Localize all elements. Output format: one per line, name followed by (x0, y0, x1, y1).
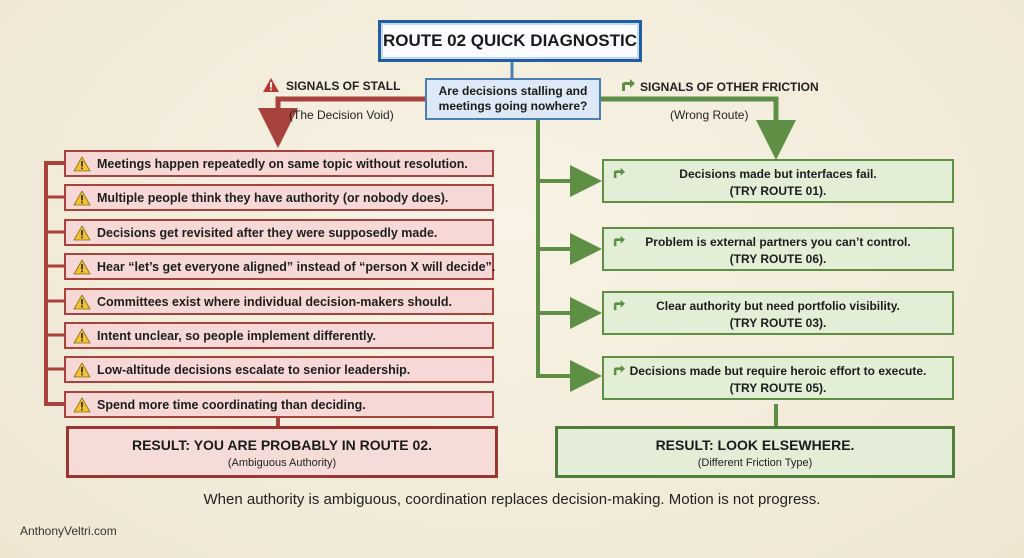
friction-result-box: RESULT: LOOK ELSEWHERE. (Different Frict… (555, 426, 955, 478)
friction-result-subtitle: (Different Friction Type) (697, 457, 813, 469)
friction-signal-item: Decisions made but require heroic effort… (602, 356, 954, 400)
stall-signal-item: Hear “let’s get everyone aligned” instea… (64, 253, 496, 280)
stall-result-title: RESULT: YOU ARE PROBABLY IN ROUTE 02. (131, 437, 432, 453)
central-question: Are decisions stalling and meetings goin… (425, 78, 601, 120)
friction-signal-text: Clear authority but need portfolio visib… (656, 299, 900, 313)
warning-icon (262, 77, 280, 98)
diagram-title: ROUTE 02 QUICK DIAGNOSTIC (378, 20, 642, 62)
warning-icon (71, 291, 93, 313)
warning-icon (71, 325, 93, 347)
friction-signal-text: Decisions made but interfaces fail. (679, 167, 877, 181)
stall-signal-text: Committees exist where individual decisi… (97, 294, 452, 309)
friction-result-title: RESULT: LOOK ELSEWHERE. (655, 437, 855, 453)
redirect-arrow-icon (612, 364, 626, 379)
stall-signal-item: Intent unclear, so people implement diff… (64, 322, 494, 349)
stall-signals-label: SIGNALS OF STALL (286, 79, 401, 93)
warning-icon (71, 187, 93, 209)
redirect-arrow-icon (612, 299, 626, 314)
friction-signals-subtitle: (Wrong Route) (670, 108, 749, 122)
warning-icon (71, 222, 93, 244)
friction-trunk (536, 120, 602, 392)
question-line-1: Are decisions stalling and (438, 84, 588, 98)
friction-signal-item: Problem is external partners you can’t c… (602, 227, 954, 271)
question-line-2: meetings going nowhere? (438, 99, 588, 113)
friction-signal-text: Decisions made but require heroic effort… (629, 364, 927, 378)
stall-result-box: RESULT: YOU ARE PROBABLY IN ROUTE 02. (A… (66, 426, 498, 478)
redirect-arrow-icon (612, 167, 626, 182)
warning-icon (71, 153, 93, 175)
friction-signal-route: (TRY ROUTE 06). (729, 252, 827, 266)
redirect-arrow-icon (620, 78, 636, 97)
stall-result-subtitle: (Ambiguous Authority) (227, 457, 337, 469)
friction-signal-item: Decisions made but interfaces fail. (TRY… (602, 159, 954, 203)
stall-signal-item: Spend more time coordinating than decidi… (64, 391, 494, 418)
stall-signal-text: Spend more time coordinating than decidi… (97, 397, 366, 412)
footer-tagline: When authority is ambiguous, coordinatio… (203, 491, 821, 508)
friction-signal-route: (TRY ROUTE 03). (729, 316, 827, 330)
stall-signal-text: Intent unclear, so people implement diff… (97, 328, 376, 343)
stall-signal-item: Decisions get revisited after they were … (64, 219, 494, 246)
friction-branch-arrow (601, 96, 796, 160)
stall-branch-arrow (258, 96, 425, 148)
stall-signal-item: Committees exist where individual decisi… (64, 288, 494, 315)
stall-signal-text: Low-altitude decisions escalate to senio… (97, 362, 411, 377)
warning-icon (71, 394, 93, 416)
friction-signal-route: (TRY ROUTE 05). (729, 381, 827, 395)
stall-signal-item: Meetings happen repeatedly on same topic… (64, 150, 494, 177)
friction-signal-route: (TRY ROUTE 01). (729, 184, 827, 198)
stall-bracket (44, 161, 64, 406)
stall-signal-text: Multiple people think they have authorit… (97, 190, 449, 205)
friction-signal-text: Problem is external partners you can’t c… (645, 235, 911, 249)
stall-signal-text: Meetings happen repeatedly on same topic… (97, 156, 468, 171)
friction-signals-label: SIGNALS OF OTHER FRICTION (640, 80, 819, 94)
stall-bracket-ticks (46, 195, 64, 371)
stall-signal-item: Multiple people think they have authorit… (64, 184, 494, 211)
warning-icon (71, 359, 93, 381)
stall-signal-text: Hear “let’s get everyone aligned” instea… (97, 259, 496, 274)
warning-icon (71, 256, 93, 278)
friction-signal-item: Clear authority but need portfolio visib… (602, 291, 954, 335)
stall-signals-subtitle: (The Decision Void) (289, 108, 394, 122)
brand-credit: AnthonyVeltri.com (20, 524, 117, 538)
stall-signal-text: Decisions get revisited after they were … (97, 225, 438, 240)
stall-signal-item: Low-altitude decisions escalate to senio… (64, 356, 494, 383)
redirect-arrow-icon (612, 235, 626, 250)
